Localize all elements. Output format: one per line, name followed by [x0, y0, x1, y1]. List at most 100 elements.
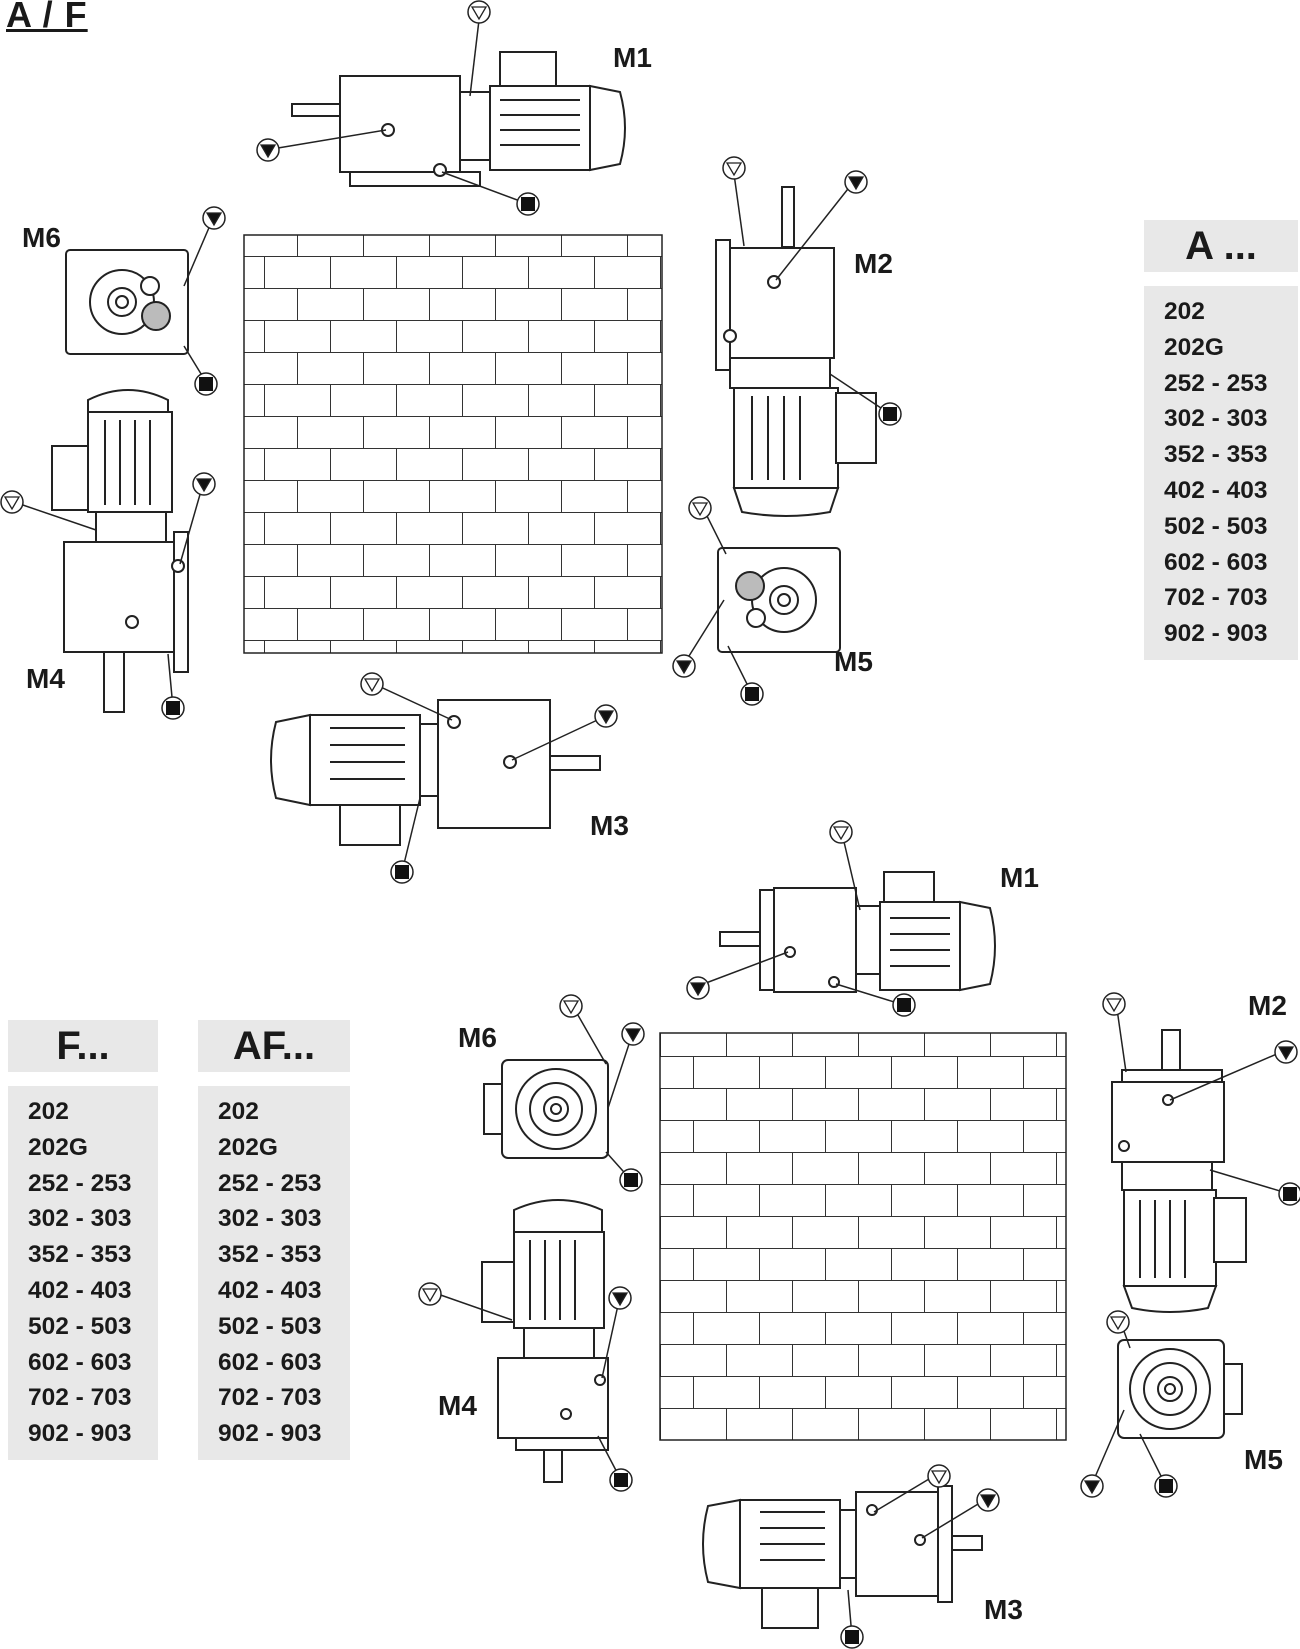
table-af-row: 902 - 903	[218, 1420, 322, 1448]
level-plug-glyph-icon	[675, 660, 693, 675]
drain-plug-glyph-icon	[395, 865, 409, 879]
drain-plug-glyph-icon	[883, 407, 897, 421]
table-f-body: 202 202G 252 - 253 302 - 303 352 - 353 402 - …	[8, 1086, 158, 1460]
f-m4-motor-drawing	[481, 1199, 609, 1483]
table-f-row: 402 - 403	[28, 1276, 132, 1304]
level-plug-glyph-icon	[624, 1028, 642, 1043]
f-m5-end-view-drawing	[1117, 1339, 1243, 1439]
f-m1-motor-drawing	[719, 871, 996, 993]
table-f-heading: F...	[8, 1020, 158, 1072]
drain-plug-glyph-icon	[614, 1473, 628, 1487]
a-label-m2: M2	[854, 248, 893, 279]
table-af-row: 202	[218, 1098, 259, 1125]
table-f-row: 902 - 903	[28, 1420, 132, 1448]
open-plug-glyph-icon	[1105, 998, 1123, 1013]
drain-plug-glyph-icon	[897, 998, 911, 1012]
a-label-m3: M3	[590, 810, 629, 841]
a-m2-motor-drawing	[715, 186, 877, 517]
f-label-m1: M1	[1000, 862, 1039, 893]
drain-plug-glyph-icon	[745, 687, 759, 701]
open-plug-glyph-icon	[930, 1470, 948, 1485]
f-m6-end-view-drawing	[483, 1059, 609, 1159]
f-label-m3: M3	[984, 1594, 1023, 1625]
table-af-heading: AF...	[198, 1020, 350, 1072]
table-f-row: 202	[28, 1098, 69, 1125]
level-plug-glyph-icon	[205, 212, 223, 227]
open-plug-glyph-icon	[562, 1000, 580, 1015]
table-af-row: 202G	[218, 1133, 278, 1161]
page-title: A / F	[6, 0, 88, 35]
table-a-heading: A ...	[1144, 220, 1298, 272]
wall-a	[243, 234, 663, 654]
open-plug-glyph-icon	[1109, 1316, 1127, 1331]
table-a-row: 502 - 503	[1164, 512, 1268, 540]
level-plug-glyph-icon	[689, 982, 707, 997]
level-plug-glyph-icon	[597, 710, 615, 725]
table-f-row: 302 - 303	[28, 1205, 132, 1233]
a-label-m5: M5	[834, 646, 873, 677]
f-label-m4: M4	[438, 1390, 477, 1421]
f-label-m2: M2	[1248, 990, 1287, 1021]
open-plug-glyph-icon	[363, 678, 381, 693]
f-m3-motor-drawing	[702, 1485, 983, 1629]
table-f-row: 202G	[28, 1133, 88, 1161]
table-af-row: 352 - 353	[218, 1241, 322, 1269]
f-label-m5: M5	[1244, 1444, 1283, 1475]
a-m6-end-view-drawing	[65, 249, 189, 355]
table-f-row: 602 - 603	[28, 1348, 132, 1376]
level-plug-glyph-icon	[195, 478, 213, 493]
leader-lines	[13, 19, 1291, 1638]
a-m4-motor-drawing	[51, 389, 189, 713]
a-m1-motor-drawing	[291, 51, 626, 187]
drain-plug-glyph-icon	[166, 701, 180, 715]
table-a-row: 902 - 903	[1164, 620, 1268, 648]
drain-plug-glyph-icon	[199, 377, 213, 391]
level-plug-glyph-icon	[847, 176, 865, 191]
f-m2-motor-drawing	[1111, 1029, 1247, 1313]
wall-f	[659, 1032, 1067, 1441]
a-m5-end-view-drawing	[717, 547, 841, 653]
level-plug-glyph-icon	[1277, 1046, 1295, 1061]
a-label-m4: M4	[26, 663, 65, 694]
table-af-row: 302 - 303	[218, 1205, 322, 1233]
table-a-row: 302 - 303	[1164, 405, 1268, 433]
open-plug-glyph-icon	[470, 6, 488, 21]
table-f-row: 352 - 353	[28, 1241, 132, 1269]
drain-plug-glyph-icon	[1159, 1479, 1173, 1493]
drain-plug-glyph-icon	[624, 1173, 638, 1187]
level-plug-glyph-icon	[979, 1494, 997, 1509]
table-a-row: 602 - 603	[1164, 548, 1268, 576]
table-af-row: 502 - 503	[218, 1312, 322, 1340]
table-a-row: 202	[1164, 298, 1205, 325]
a-label-m6: M6	[22, 222, 61, 253]
table-a-row: 252 - 253	[1164, 369, 1268, 397]
drain-plug-glyph-icon	[521, 197, 535, 211]
a-m3-motor-drawing	[270, 699, 601, 846]
drain-plug-glyph-icon	[845, 1630, 859, 1644]
f-label-m6: M6	[458, 1022, 497, 1053]
table-af-row: 702 - 703	[218, 1384, 322, 1412]
table-f-row: 702 - 703	[28, 1384, 132, 1412]
drain-plug-glyph-icon	[1283, 1187, 1297, 1201]
table-f: F... 202 202G 252 - 253 302 - 303 352 - 353 4…	[8, 1020, 158, 1460]
a-label-m1: M1	[613, 42, 652, 73]
open-plug-glyph-icon	[3, 496, 21, 511]
open-plug-glyph-icon	[691, 502, 709, 517]
table-af-row: 402 - 403	[218, 1276, 322, 1304]
open-plug-glyph-icon	[725, 162, 743, 177]
table-a-row: 402 - 403	[1164, 476, 1268, 504]
table-f-row: 502 - 503	[28, 1312, 132, 1340]
table-af-row: 602 - 603	[218, 1348, 322, 1376]
level-plug-glyph-icon	[1083, 1480, 1101, 1495]
level-plug-glyph-icon	[259, 144, 277, 159]
open-plug-glyph-icon	[832, 826, 850, 841]
table-a-row: 702 - 703	[1164, 584, 1268, 612]
level-plug-glyph-icon	[611, 1292, 629, 1307]
table-f-row: 252 - 253	[28, 1169, 132, 1197]
